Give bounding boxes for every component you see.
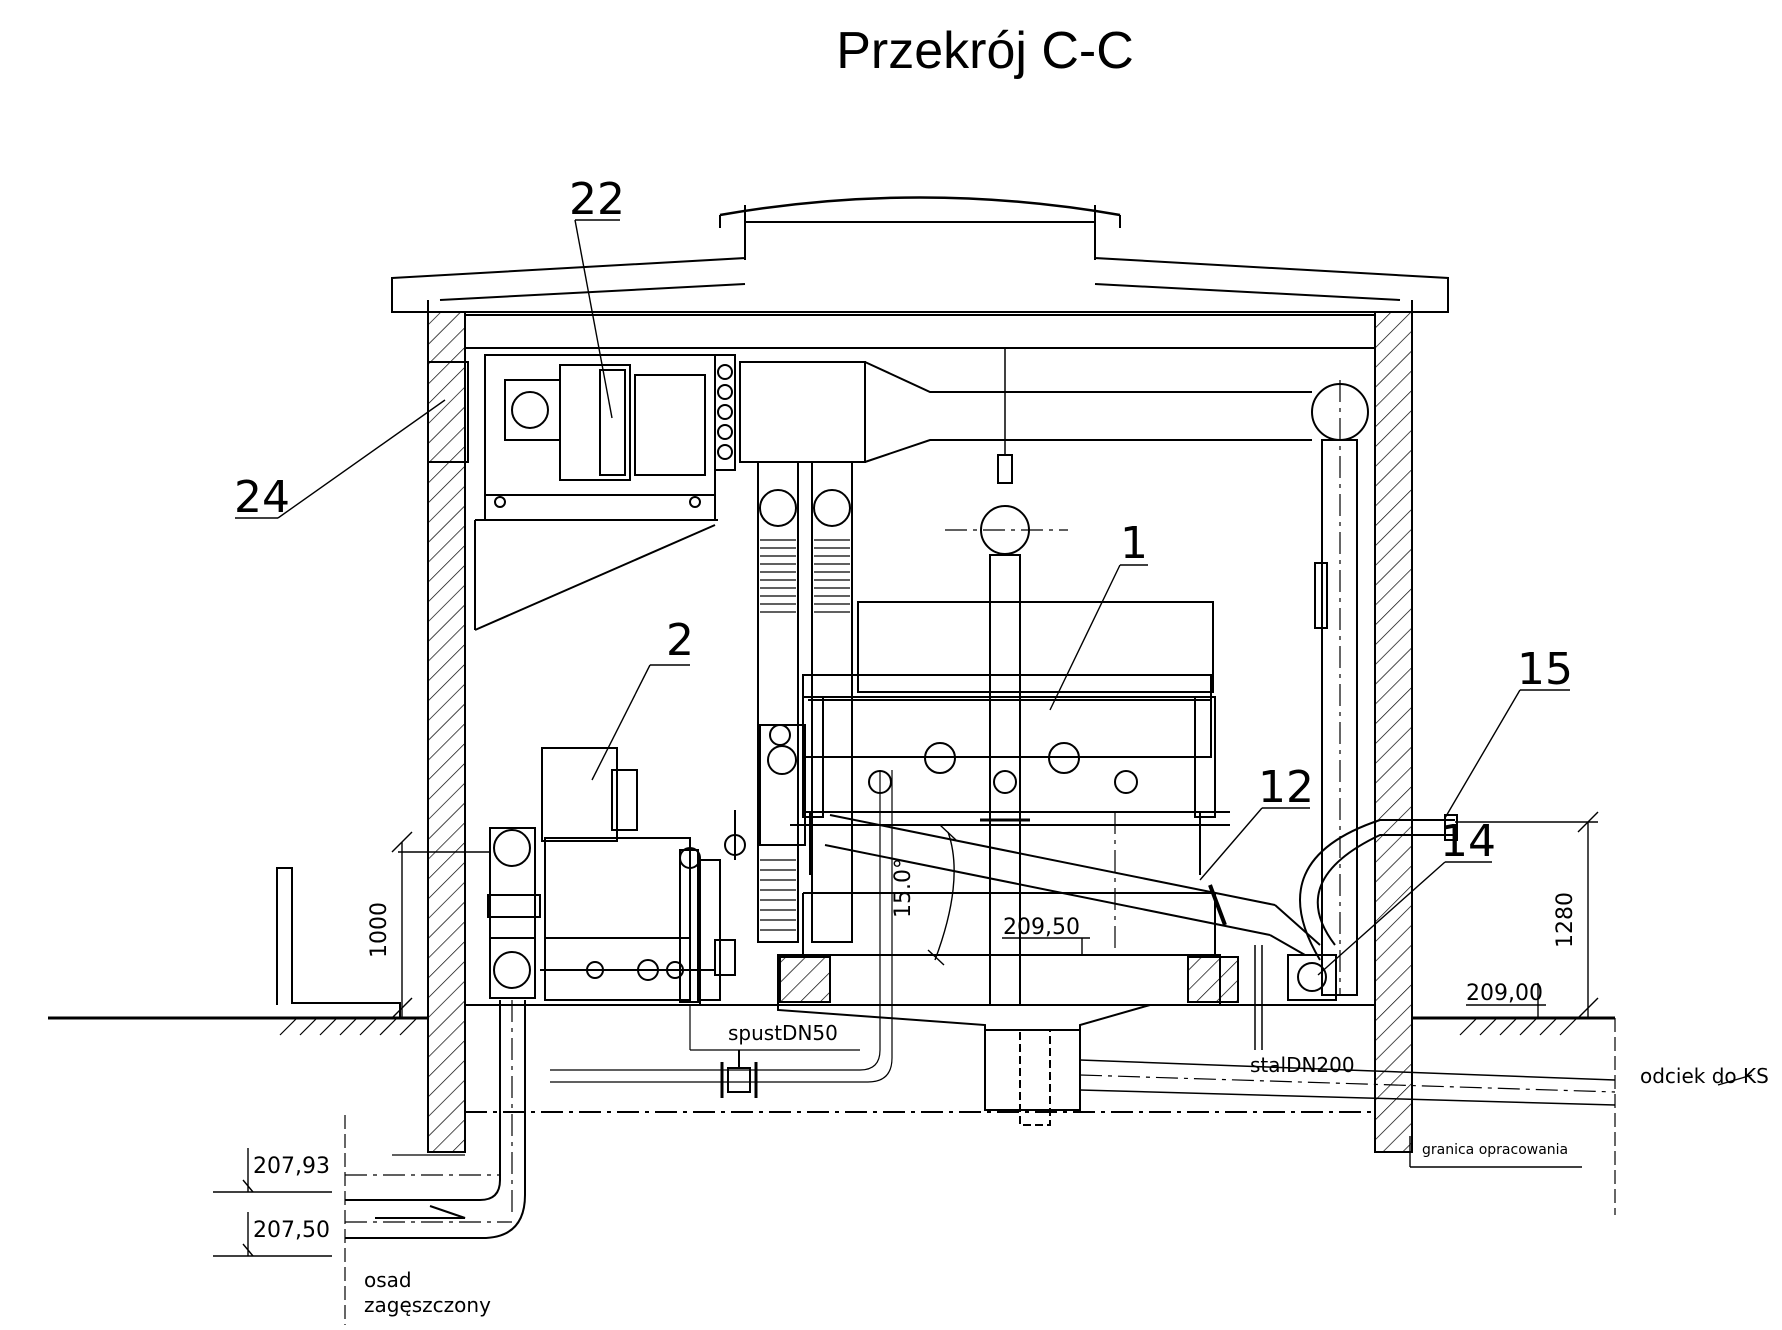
callout-22: 22 [569,174,625,225]
flexible-hose [1299,814,1458,961]
sludge-label-line2: zagęszczony [364,1293,491,1317]
elevation-ground: 209,00 [1466,981,1543,1006]
air-handling-unit [427,354,866,631]
underground-pipes [344,770,1616,1325]
foundation [465,954,1375,1126]
drawing-title: Przekrój C-C [836,22,1134,80]
elevation-floor: 209,50 [1003,915,1080,940]
drain-label: spustDN50 [728,1021,838,1045]
elevation-inlet-bottom: 207,50 [253,1218,330,1243]
outflow-label: odciek do KS [1640,1064,1769,1088]
roof [391,196,1449,349]
pipe-label: stalDN200 [1250,1053,1355,1077]
ductwork [757,348,1369,1006]
elevation-markers [213,937,1753,1257]
right-wall [1374,311,1413,1153]
dimension-lines [391,811,1599,1019]
belt-thickener [759,601,1230,955]
callout-14: 14 [1440,816,1496,867]
callout-2: 2 [666,615,694,666]
callout-15: 15 [1517,644,1573,695]
screw-conveyor [824,814,1337,1001]
elevation-inlet-top: 207,93 [253,1154,330,1179]
callout-12: 12 [1258,762,1314,813]
dimension-1280: 1280 [1553,892,1578,948]
dosing-station [487,747,746,1005]
boundary-label: granica opracowania [1422,1142,1568,1158]
sludge-label-line1: osad [364,1268,412,1292]
left-wall [427,311,466,1153]
dimension-angle: 15.0° [891,858,916,918]
callout-24: 24 [234,472,290,523]
callout-leaders [235,219,1570,976]
callout-1: 1 [1120,518,1148,569]
dimension-1000: 1000 [367,902,392,958]
ground-line [48,867,1615,1036]
